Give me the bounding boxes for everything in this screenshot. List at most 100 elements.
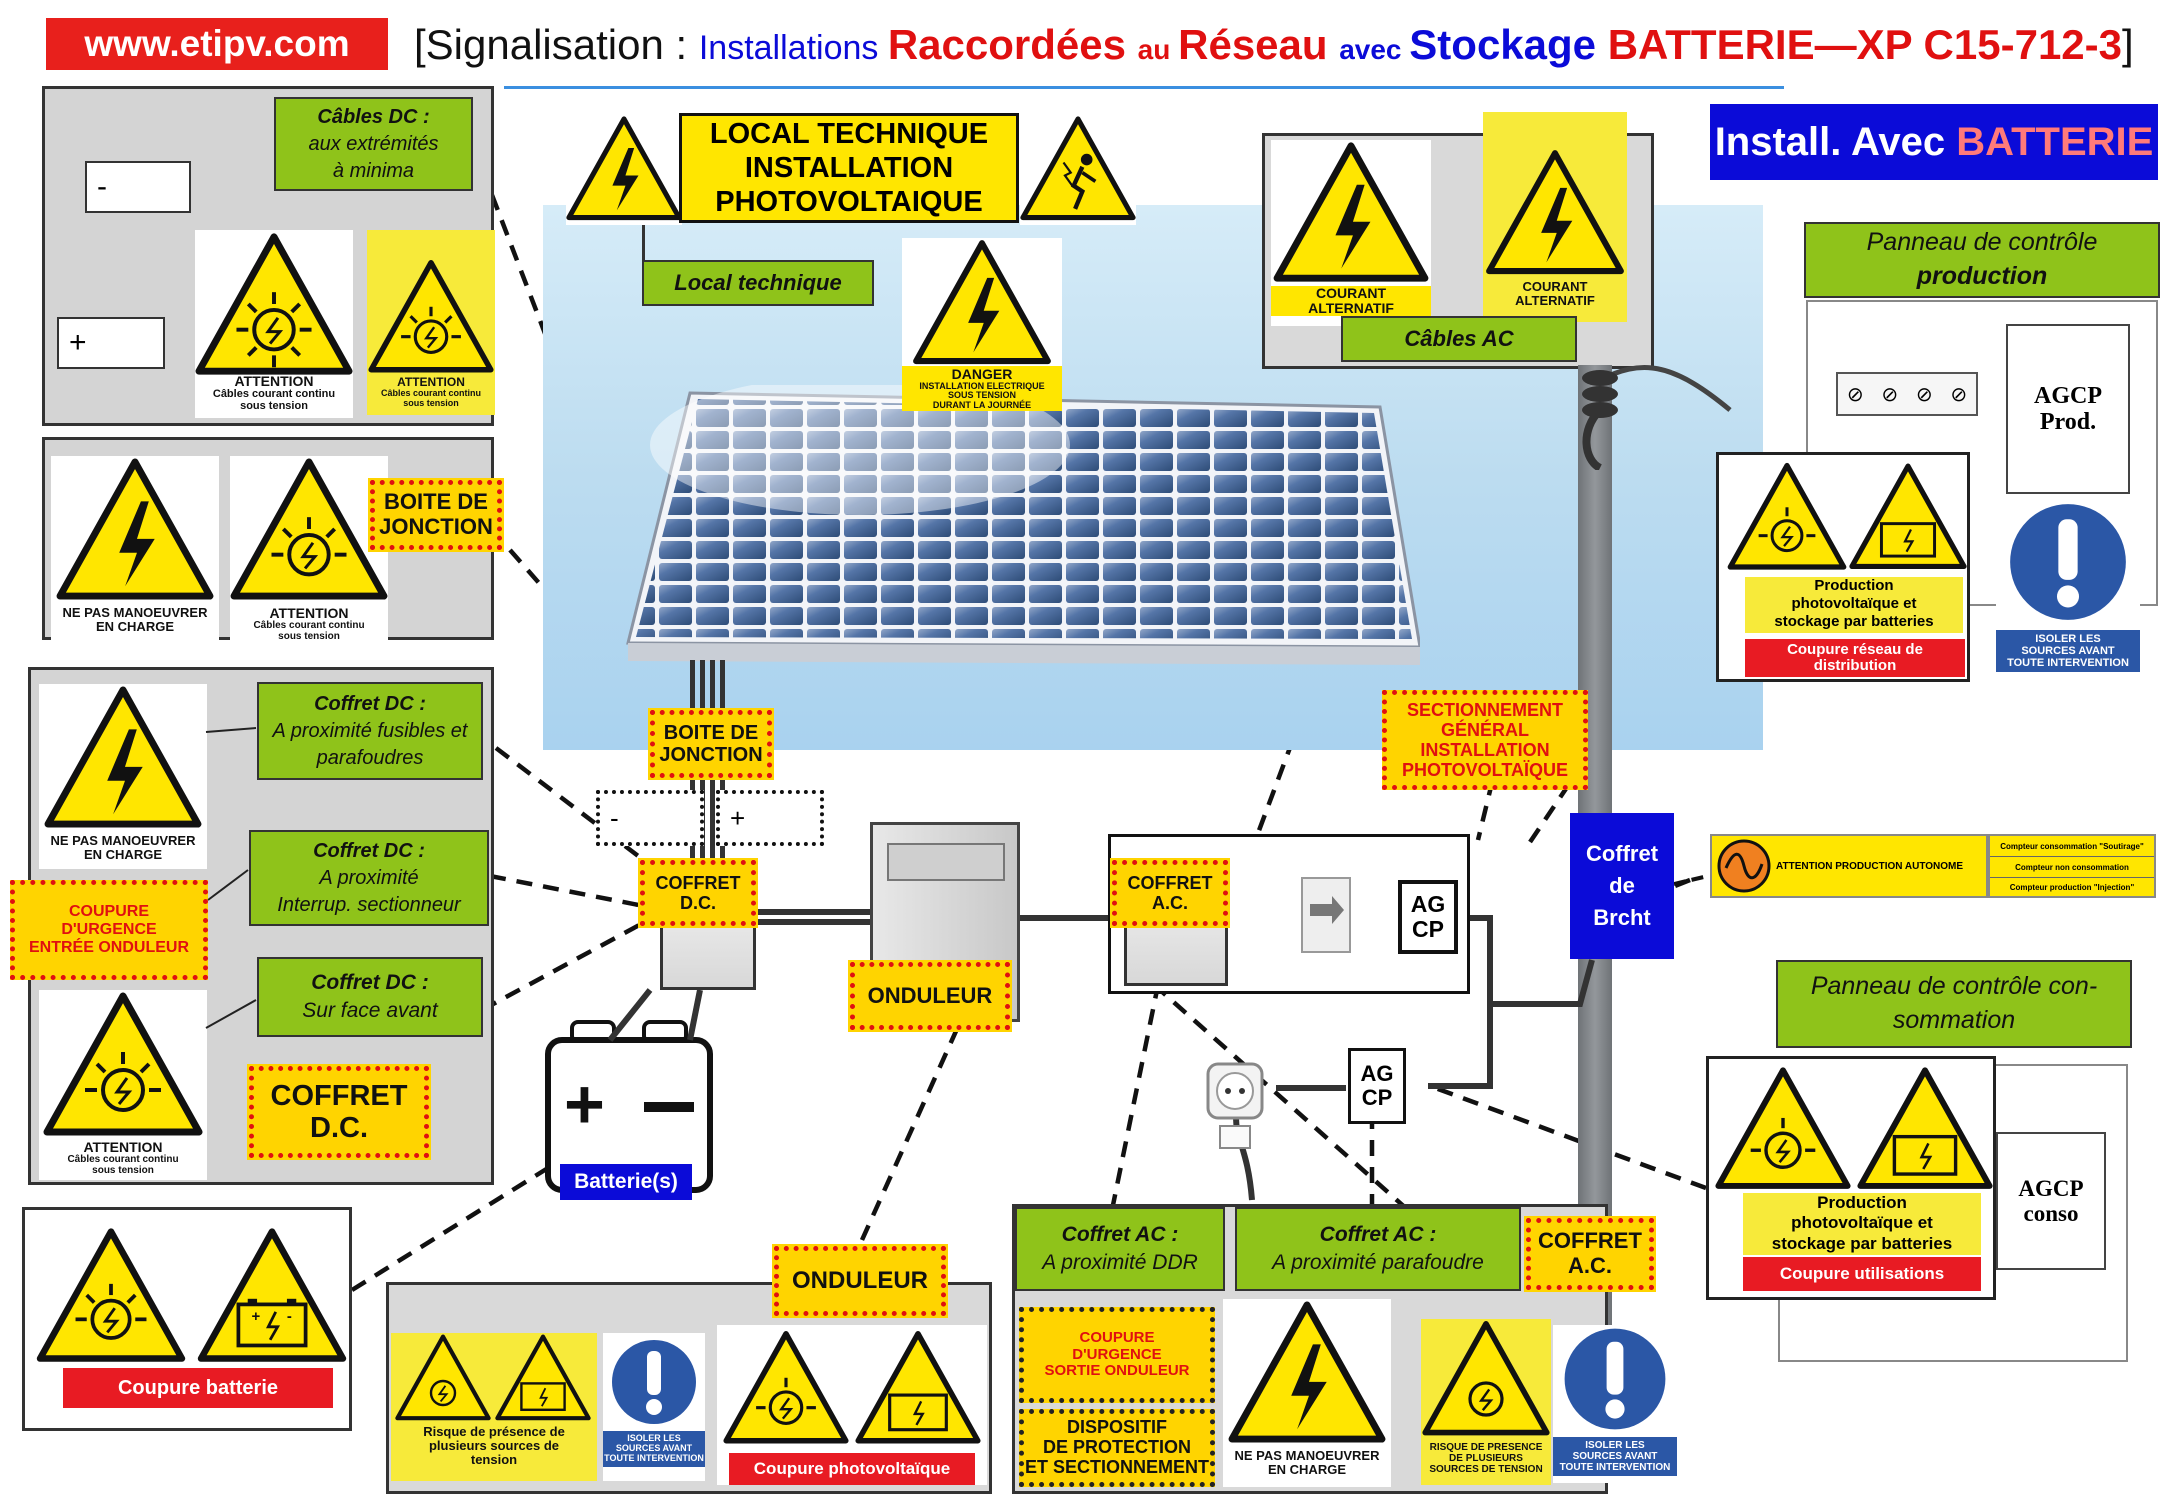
lightning-warning-icon	[44, 686, 202, 828]
pv-sun-warning-icon	[395, 1334, 491, 1421]
switch-icon	[1301, 877, 1351, 953]
label-cables-ac: Câbles AC	[1341, 316, 1577, 362]
battery-warning-icon	[495, 1334, 591, 1421]
brcht-pointer	[1674, 874, 1708, 886]
pv-sun-warning-icon	[36, 1228, 186, 1362]
svg-text:+: +	[564, 1065, 605, 1143]
svg-text:-: -	[287, 1308, 292, 1325]
bar-coupure-utilisations: Coupure utilisations	[1743, 1257, 1981, 1291]
label-batteries: Batterie(s)	[560, 1164, 692, 1200]
install-batterie-badge: Install. Avec BATTERIE	[1710, 104, 2158, 180]
pv-sun-warning-icon	[1422, 1321, 1550, 1436]
exclamation-mandatory-icon	[612, 1340, 696, 1424]
bar-coupure-reseau: Coupure réseau de distribution	[1745, 639, 1965, 677]
terminal-plus-diagram: +	[716, 790, 824, 846]
battery-warning-icon	[1857, 1067, 1993, 1189]
lightning-warning-icon	[1228, 1301, 1386, 1443]
sign-lightning-local-1	[566, 113, 682, 225]
terminal-minus: -	[85, 161, 191, 213]
bar-coupure-photovoltaique: Coupure photovoltaïque	[729, 1453, 975, 1485]
pv-sun-warning-icon	[195, 233, 353, 375]
pv-sun-warning-icon	[230, 458, 388, 600]
sign-electrocution-local	[1020, 113, 1136, 225]
title-panneau-consommation: Panneau de contrôle con-sommation	[1776, 960, 2132, 1048]
panel-cables-dc: Câbles DC : aux extrémités à minima - + …	[42, 86, 495, 426]
pv-sun-warning-icon	[43, 992, 203, 1136]
lightning-warning-icon	[566, 116, 682, 221]
terminal-minus-diagram: -	[596, 790, 704, 846]
meter-terminals: ⊘⊘⊘⊘	[1836, 372, 1978, 416]
battery-warning-icon	[1849, 463, 1967, 569]
lightning-warning-icon	[56, 458, 214, 600]
lightning-warning-icon	[1486, 150, 1624, 275]
battery-warning-icon: +-	[197, 1228, 347, 1362]
site-url-banner[interactable]: www.etipv.com	[46, 18, 388, 70]
compteur-labels: Compteur consommation "Soutirage" Compte…	[1988, 834, 2156, 898]
label-coffret-ac-ddr: Coffret AC :A proximité DDR	[1015, 1207, 1225, 1291]
pv-sun-warning-icon	[368, 259, 494, 373]
label-local-technique: Local technique	[642, 260, 874, 306]
sign-coupure-photovoltaique: Coupure photovoltaïque	[717, 1325, 987, 1485]
pv-sun-warning-icon	[723, 1330, 849, 1444]
battery-illustration: +	[545, 1020, 713, 1193]
sign-pv-battery-1	[33, 1226, 189, 1374]
label-attention-production-autonome: ATTENTION PRODUCTION AUTONOME	[1710, 834, 1988, 898]
site-url: www.etipv.com	[84, 23, 350, 64]
pole-insulators	[1582, 365, 1732, 470]
panel-batterie: +- Coupure batterie	[22, 1207, 352, 1431]
solar-panel-illustration	[626, 385, 1420, 665]
title-underline	[504, 86, 1784, 89]
label-onduleur-panel: ONDULEUR	[772, 1244, 948, 1318]
exclamation-mandatory-icon	[1564, 1328, 1666, 1430]
page-title: [Signalisation : Installations Raccordée…	[414, 21, 2134, 68]
pv-sun-warning-icon	[1715, 1067, 1851, 1189]
person-shock-warning-icon	[1020, 116, 1136, 221]
label-onduleur-diagram: ONDULEUR	[848, 960, 1012, 1032]
label-coffret-ac-parafoudre: Coffret AC :A proximité parafoudre	[1235, 1207, 1521, 1291]
pv-sun-warning-icon	[1727, 462, 1847, 570]
terminal-plus: +	[57, 317, 165, 369]
exclamation-mandatory-icon	[2010, 504, 2126, 620]
label-coffret-dc-face-avant: Coffret DC :Sur face avant	[257, 957, 483, 1037]
sign-pv-battery-2: +-	[197, 1226, 347, 1374]
socket-outlet-icon	[1206, 1062, 1264, 1149]
lightning-warning-icon	[1273, 142, 1429, 282]
battery-warning-icon	[855, 1330, 981, 1444]
